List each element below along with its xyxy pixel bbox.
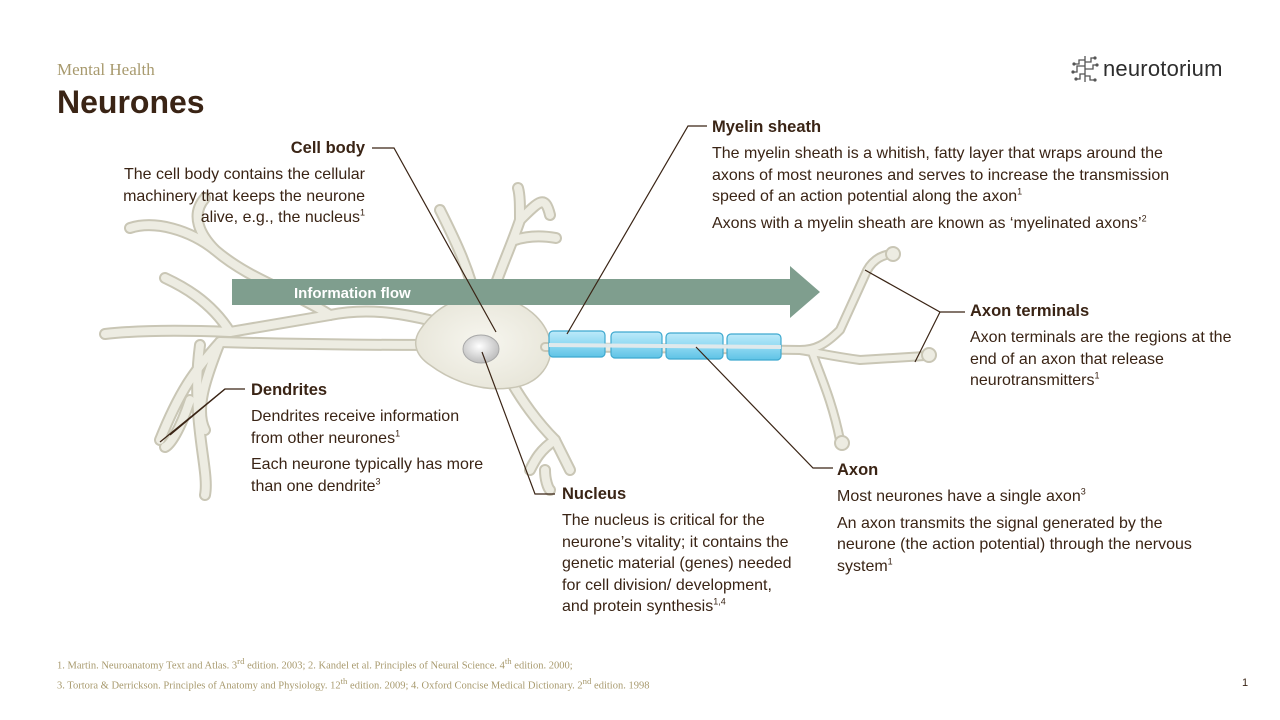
axon-shaft: [540, 249, 930, 445]
footnote-line-1: 1. Martin. Neuroanatomy Text and Atlas. …: [57, 656, 573, 672]
dendrites-text-1: Dendrites receive information from other…: [251, 408, 460, 447]
myelin-sheath-title: Myelin sheath: [712, 118, 822, 136]
axon-terminals-title: Axon terminals: [970, 302, 1090, 320]
axon-terminals-label: Axon terminals Axon terminals are the re…: [970, 301, 1242, 397]
dendrites-title: Dendrites: [251, 381, 328, 399]
dendrites-text-2: Each neurone typically has more than one…: [251, 456, 484, 495]
nucleus-text: The nucleus is critical for the neurone’…: [562, 512, 792, 615]
section-kicker: Mental Health: [57, 60, 155, 79]
references-footnotes: 1. Martin. Neuroanatomy Text and Atlas. …: [57, 654, 649, 693]
cell-body-label: Cell body The cell body contains the cel…: [90, 138, 365, 234]
axon-text-2: An axon transmits the signal generated b…: [837, 514, 1192, 575]
brain-circuit-icon: [1071, 56, 1099, 82]
axon-label: Axon Most neurones have a single axon3 A…: [837, 460, 1207, 582]
nucleus-label: Nucleus The nucleus is critical for the …: [562, 484, 794, 623]
axon-title: Axon: [837, 461, 879, 479]
myelin-sheath-text-2: Axons with a myelin sheath are known as …: [712, 213, 1147, 232]
axon-text-1: Most neurones have a single axon3: [837, 486, 1086, 505]
neurotorium-logo: neurotorium: [1071, 54, 1223, 84]
page-title: Neurones: [57, 84, 205, 120]
cell-body-title: Cell body: [290, 139, 365, 157]
nucleus-title: Nucleus: [562, 485, 627, 503]
axon-core-line: [548, 343, 782, 349]
information-flow-label: Information flow: [294, 285, 411, 302]
myelin-sheath-text-1: The myelin sheath is a whitish, fatty la…: [712, 145, 1170, 205]
dendrites-label: Dendrites Dendrites receive information …: [251, 380, 491, 502]
logo-wordmark: neurotorium: [1103, 56, 1223, 81]
axon-terminals-text: Axon terminals are the regions at the en…: [970, 329, 1232, 389]
information-flow-arrow: [232, 266, 820, 318]
page-number: 1: [1242, 677, 1249, 689]
axon-terminal-bulbs: [834, 246, 937, 451]
leader-lines: [159, 125, 965, 495]
footnote-line-2: 3. Tortora & Derrickson. Principles of A…: [57, 675, 650, 692]
cell-body-text: The cell body contains the cellular mach…: [123, 166, 365, 226]
myelin-sheath-label: Myelin sheath The myelin sheath is a whi…: [712, 117, 1192, 239]
nucleus-shape: [462, 334, 500, 364]
